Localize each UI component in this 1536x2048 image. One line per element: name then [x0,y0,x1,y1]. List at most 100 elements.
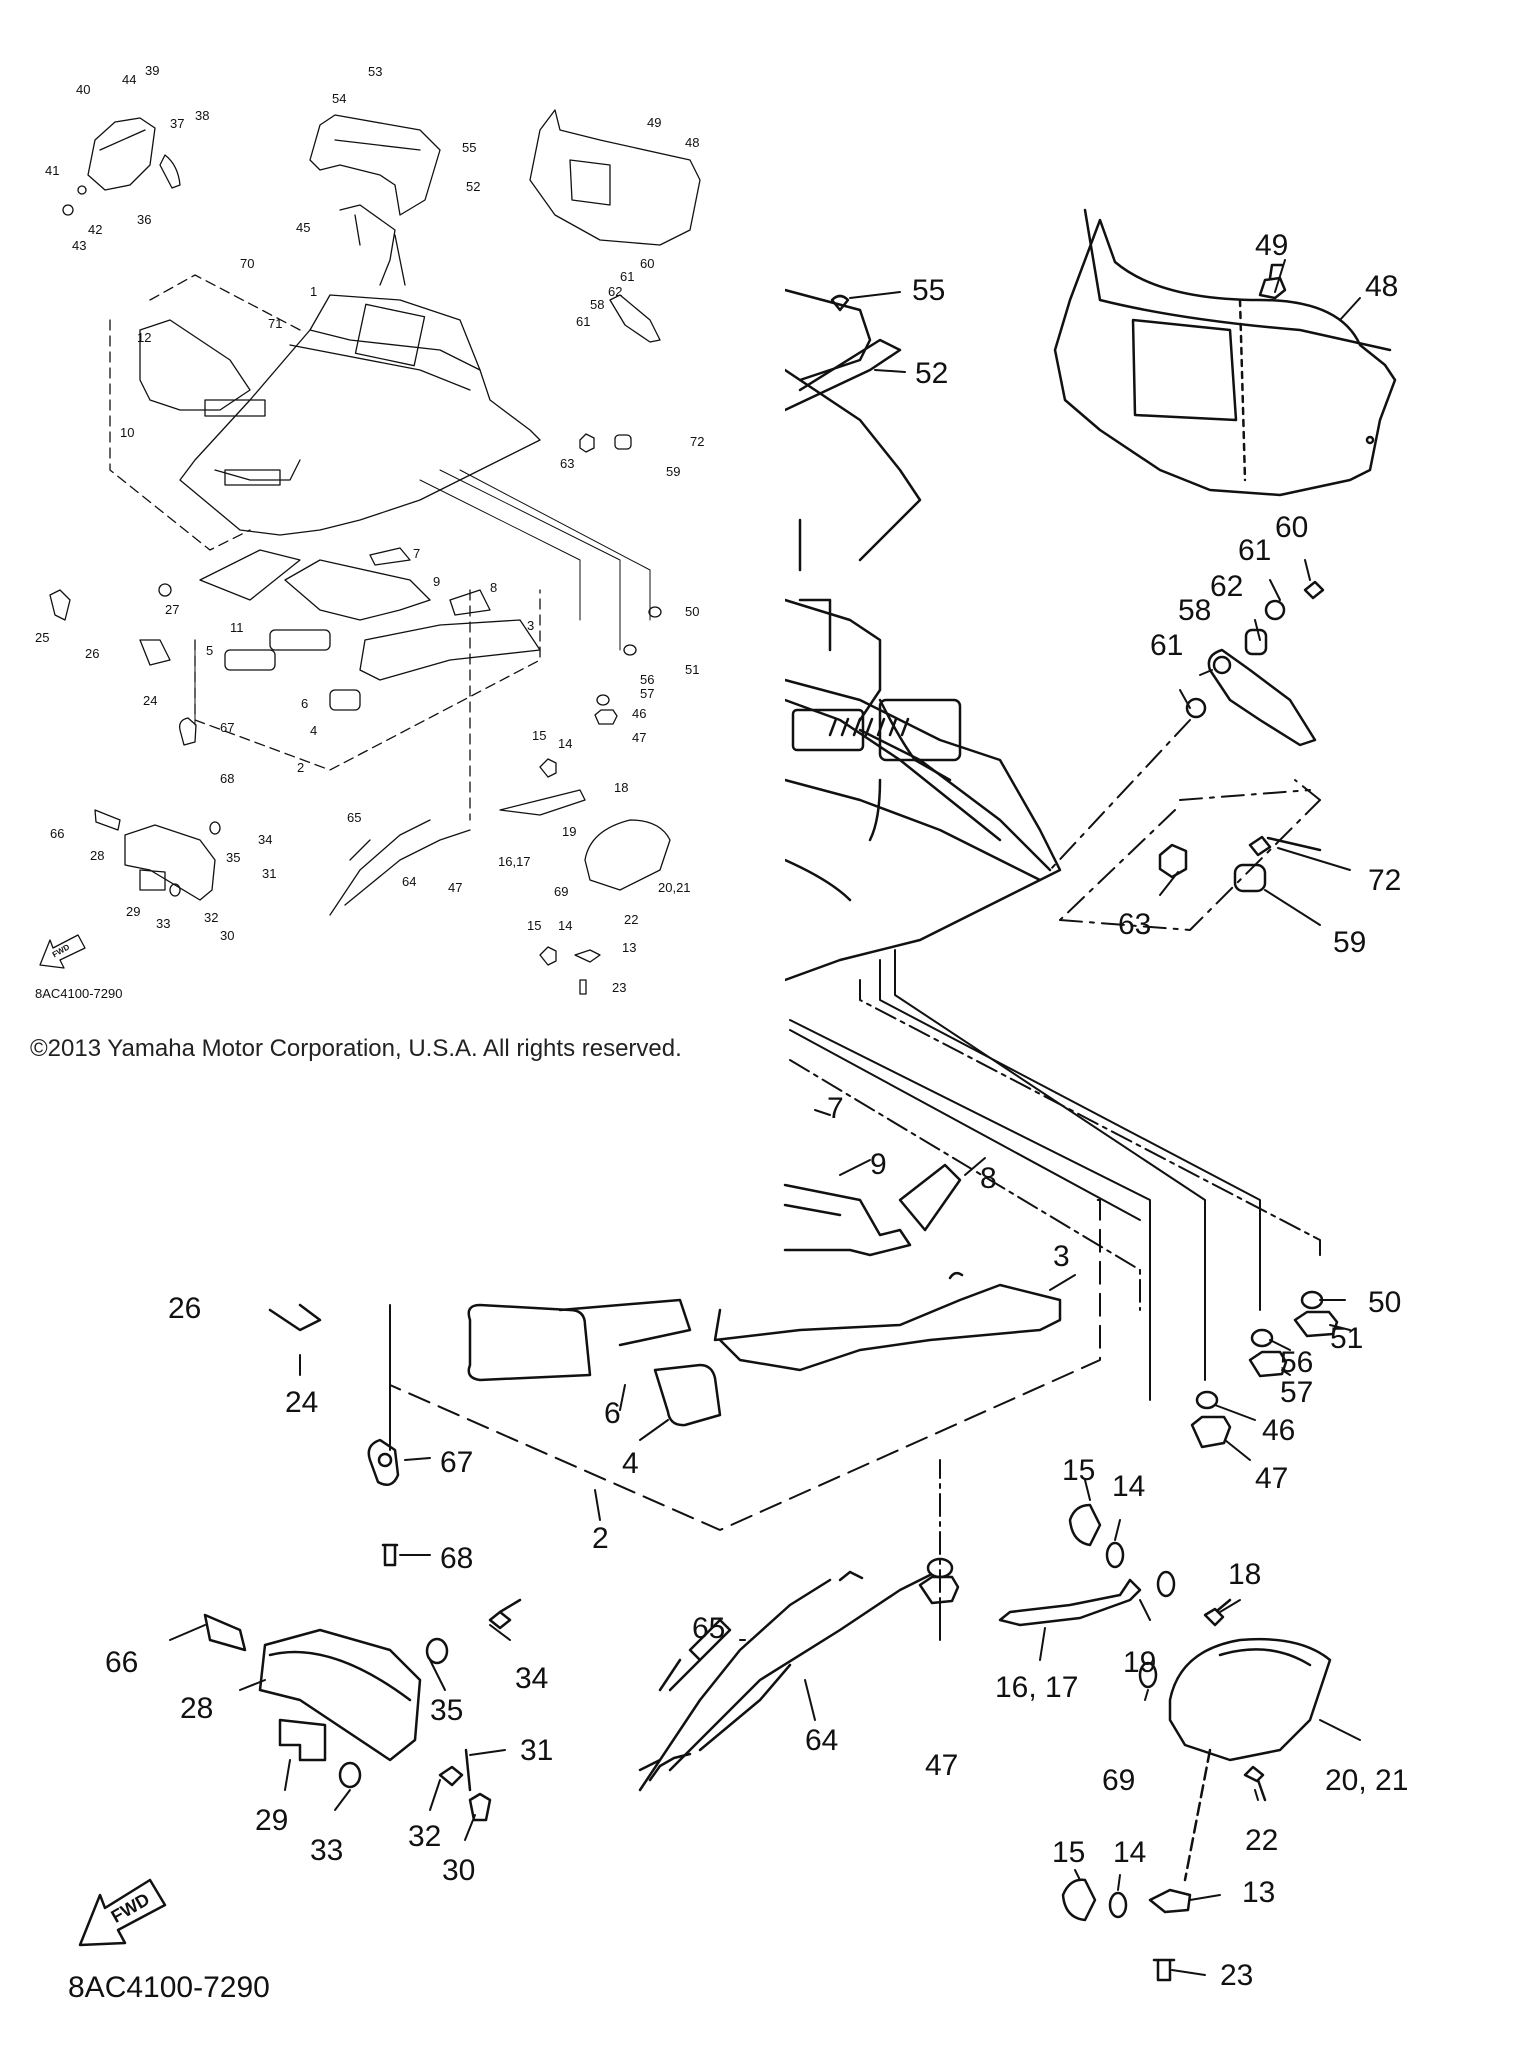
parts-diagram-inset: 40 44 39 37 38 41 36 42 43 53 54 55 52 4… [0,0,785,1085]
inset-label-19: 19 [562,824,576,839]
label-72: 72 [1368,864,1401,897]
inset-label-15b: 15 [527,918,541,933]
label-24: 24 [285,1386,318,1419]
inset-label-70: 70 [240,256,254,271]
inset-label-2: 2 [297,760,304,775]
inset-part-48 [529,109,701,246]
inset-label-60: 60 [640,256,654,271]
inset-label-2021: 20,21 [658,880,691,895]
inset-label-4: 4 [310,723,317,738]
label-49: 49 [1255,229,1288,262]
inset-label-10: 10 [120,425,134,440]
inset-fwd-arrow-icon [39,934,86,969]
label-15a: 15 [1062,1454,1095,1487]
inset-label-72: 72 [690,434,704,449]
label-58: 58 [1178,594,1211,627]
inset-label-51: 51 [685,662,699,677]
label-48: 48 [1365,270,1398,303]
hood-body [783,288,1062,982]
diagram-code: 8AC4100-7290 [68,1971,270,2004]
inset-label-55: 55 [462,140,476,155]
inset-diagram-code: 8AC4100-7290 [35,986,122,1001]
label-9: 9 [870,1148,887,1181]
inset-mat-group [194,589,541,771]
inset-part-1-hood [179,294,541,536]
mat-part-8 [898,1163,962,1232]
inset-label-14a: 14 [558,736,572,751]
inset-label-1: 1 [310,284,317,299]
inset-label-27: 27 [165,602,179,617]
inset-label-31: 31 [262,866,276,881]
fwd-label: FWD [108,1889,153,1927]
label-56: 56 [1280,1346,1313,1379]
inset-label-39: 39 [145,63,159,78]
label-55: 55 [912,274,945,307]
inset-part-28 [124,824,216,901]
part-58-arm [1185,580,1325,747]
mat-group-frame [389,1199,1101,1531]
inset-label-36: 36 [137,212,151,227]
label-23: 23 [1220,1959,1253,1992]
inset-label-48: 48 [685,135,699,150]
part-52-bracket [783,294,902,412]
mat-part-9 [783,1183,912,1257]
label-29: 29 [255,1804,288,1837]
label-13: 13 [1242,1876,1275,1909]
inset-label-9: 9 [433,574,440,589]
label-69: 69 [1102,1764,1135,1797]
label-7: 7 [827,1092,844,1125]
inset-label-57: 57 [640,686,654,701]
label-28: 28 [180,1692,213,1725]
inset-label-28: 28 [90,848,104,863]
inset-part-45 [339,204,406,286]
inset-label-68: 68 [220,771,234,786]
label-35: 35 [430,1694,463,1727]
label-18: 18 [1228,1558,1261,1591]
inset-label-41: 41 [45,163,59,178]
label-15b: 15 [1052,1836,1085,1869]
inset-label-53: 53 [368,64,382,79]
inset-label-15a: 15 [532,728,546,743]
inset-label-40: 40 [76,82,90,97]
inset-label-12: 12 [137,330,151,345]
lower-right-parts [998,1503,1332,1982]
leader-lines [169,259,1361,1976]
label-64: 64 [805,1724,838,1757]
inset-label-47a: 47 [632,730,646,745]
inset-label-61b: 61 [576,314,590,329]
inset-label-26: 26 [85,646,99,661]
inset-part-52 [309,114,441,216]
label-62: 62 [1210,570,1243,603]
label-31: 31 [520,1734,553,1767]
label-32: 32 [408,1820,441,1853]
inset-label-3: 3 [527,618,534,633]
label-63: 63 [1118,908,1151,941]
part-labels-large: 55 52 49 48 60 61 62 58 61 63 72 59 7 9 … [105,229,1408,1992]
part-48-cover [1053,208,1397,497]
inset-label-49: 49 [647,115,661,130]
label-19: 19 [1123,1646,1156,1679]
label-2021: 20, 21 [1325,1764,1408,1797]
inset-label-1617: 16,17 [498,854,531,869]
label-22: 22 [1245,1824,1278,1857]
part-59-63-72 [1158,835,1322,893]
inset-label-30: 30 [220,928,234,943]
label-33: 33 [310,1834,343,1867]
inset-label-58: 58 [590,297,604,312]
label-66: 66 [105,1646,138,1679]
inset-label-63: 63 [560,456,574,471]
inset-label-45: 45 [296,220,310,235]
inset-label-38: 38 [195,108,209,123]
inset-label-52: 52 [466,179,480,194]
part-49-clip [1258,263,1287,300]
inset-label-24: 24 [143,693,157,708]
inset-label-5: 5 [206,643,213,658]
inset-part-20 [584,819,671,891]
inset-part-10 [139,319,251,411]
inset-label-6: 6 [301,696,308,711]
mat-part-4 [653,1363,722,1427]
label-30: 30 [442,1854,475,1887]
mat-part-6 [467,1298,692,1382]
inset-label-44: 44 [122,72,136,87]
